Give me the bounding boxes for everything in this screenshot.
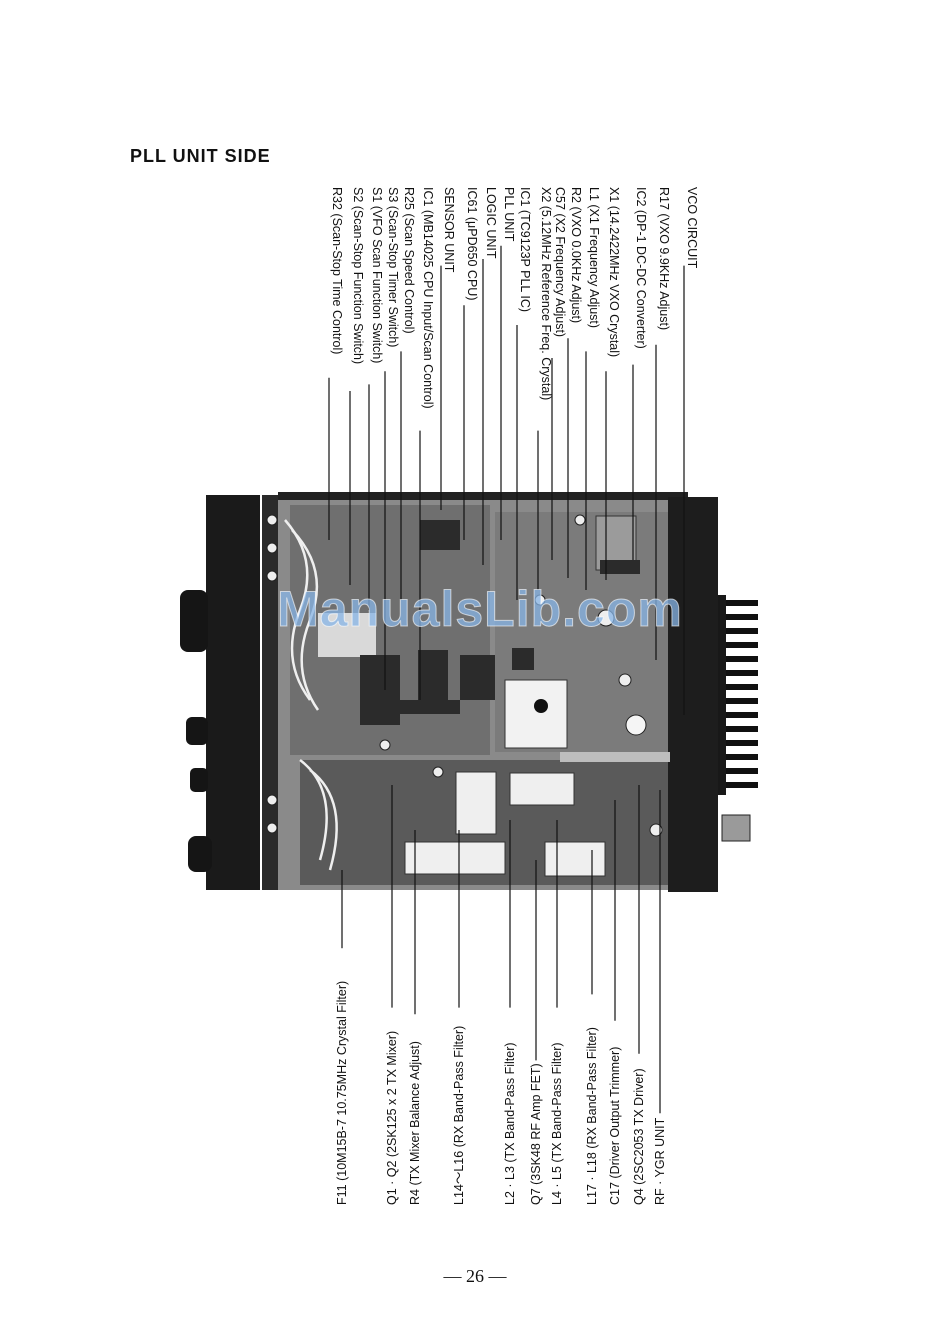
leader-lines	[328, 245, 685, 1114]
top-callout-label: R17 (VXO 9.9KHz Adjust)	[657, 187, 671, 330]
watermark-text: ManualsLib.com	[277, 581, 683, 638]
bottom-callout-label: Q7 (3SK48 RF Amp FET)	[529, 1063, 543, 1205]
top-callout-label: PLL UNIT	[502, 187, 516, 242]
bottom-callout-label: Q1 · Q2 (2SK125 x 2 TX Mixer)	[385, 1031, 399, 1205]
top-callout-label: S1 (VFO Scan Function Switch)	[370, 187, 384, 363]
top-callout-label: X2 (5.12MHz Reference Freq. Crystal)	[539, 187, 553, 400]
knob	[180, 590, 208, 652]
top-callout-label: S2 (Scan-Stop Function Switch)	[351, 187, 365, 364]
knob	[186, 717, 208, 745]
top-callout-label: IC61 (μPD650 CPU)	[465, 187, 479, 301]
bottom-callout-label: L14～L16 (RX Band-Pass Filter)	[452, 1026, 466, 1205]
bottom-callout-label: RF · YGR UNIT	[653, 1117, 667, 1205]
bottom-callout-label: L17 · L18 (RX Band-Pass Filter)	[585, 1027, 599, 1205]
top-callout-label: IC1 (MB14025 CPU Input/Scan Control)	[421, 187, 435, 409]
bottom-callout-label: L2 · L3 (TX Band-Pass Filter)	[503, 1042, 517, 1205]
bottom-callout-label: F11 (10M15B-7 10.75MHz Crystal Filter)	[335, 981, 349, 1205]
top-callout-label: C57 (X2 Frequency Adjust)	[553, 187, 567, 337]
top-callout-label: R32 (Scan-Stop Time Control)	[330, 187, 344, 354]
bottom-callout-label: C17 (Driver Output Trimmer)	[608, 1047, 622, 1205]
top-callout-label: LOGIC UNIT	[484, 187, 498, 259]
top-callout-labels: R32 (Scan-Stop Time Control) S2 (Scan-Sto…	[330, 187, 699, 409]
top-callout-label: IC2 (DP-1 DC-DC Converter)	[634, 187, 648, 349]
top-callout-label: R25 (Scan Speed Control)	[402, 187, 416, 334]
top-callout-label: IC1 (TC9123P PLL IC)	[518, 187, 532, 312]
page-number: — 26 —	[443, 1266, 507, 1286]
top-callout-label: L1 (X1 Frequency Adjust)	[587, 187, 601, 328]
top-callout-label: S3 (Scan-Stop Timer Switch)	[386, 187, 400, 347]
bottom-callout-label: L4 · L5 (TX Band-Pass Filter)	[550, 1042, 564, 1205]
top-callout-label: R2 (VXO 0.0KHz Adjust)	[569, 187, 583, 323]
chassis-photo	[180, 492, 758, 892]
top-callout-label: SENSOR UNIT	[442, 187, 456, 273]
bottom-callout-labels: F11 (10M15B-7 10.75MHz Crystal Filter) Q1…	[335, 981, 667, 1205]
knob	[188, 836, 212, 872]
bottom-callout-label: Q4 (2SC2053 TX Driver)	[632, 1068, 646, 1205]
knob	[190, 768, 208, 792]
top-callout-label: X1 (14.2422MHz VXO Crystal)	[607, 187, 621, 357]
bottom-callout-label: R4 (TX Mixer Balance Adjust)	[408, 1041, 422, 1205]
page-title: PLL UNIT SIDE	[130, 146, 271, 166]
top-callout-label: VCO CIRCUIT	[685, 187, 699, 269]
